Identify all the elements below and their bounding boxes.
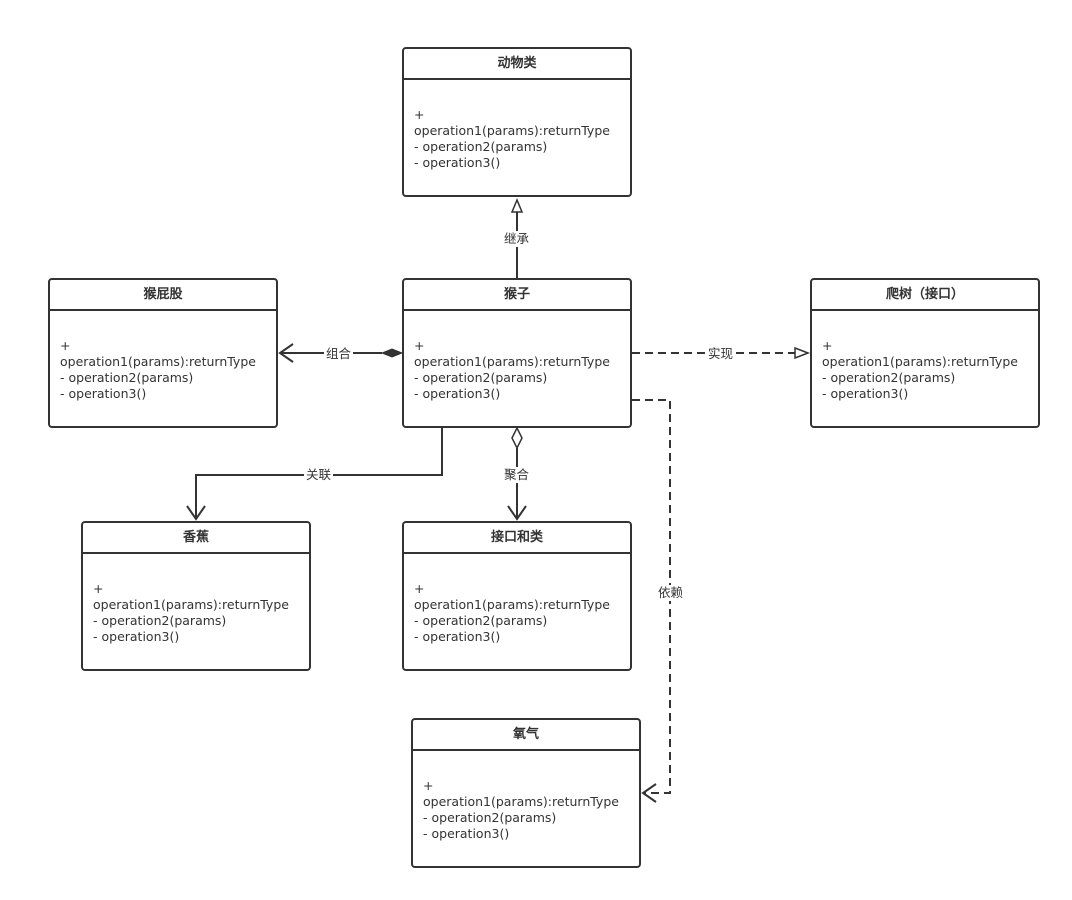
class-box-climb-interface[interactable]: 爬树（接口） + operation1(params):returnType -… xyxy=(810,278,1040,428)
operation-line: operation1(params):returnType xyxy=(822,354,1018,369)
class-title: 猴屁股 xyxy=(50,280,276,311)
operation-line: + xyxy=(414,581,425,596)
class-box-oxygen[interactable]: 氧气 + operation1(params):returnType - ope… xyxy=(411,718,641,868)
operation-line: + xyxy=(60,338,71,353)
class-operations: + operation1(params):returnType - operat… xyxy=(83,554,309,645)
operation-line: - operation2(params) xyxy=(414,613,548,628)
class-operations: + operation1(params):returnType - operat… xyxy=(404,311,630,402)
operation-line: operation1(params):returnType xyxy=(423,794,619,809)
operation-line: - operation3() xyxy=(93,629,180,644)
depend-arrow xyxy=(641,783,657,803)
realize-label: 实现 xyxy=(706,346,736,362)
operation-line: operation1(params):returnType xyxy=(60,354,256,369)
compose-label: 组合 xyxy=(324,346,354,362)
class-operations: + operation1(params):returnType - operat… xyxy=(413,751,639,842)
class-box-interface-and-class[interactable]: 接口和类 + operation1(params):returnType - o… xyxy=(402,521,632,671)
operation-line: operation1(params):returnType xyxy=(414,123,610,138)
class-operations: + operation1(params):returnType - operat… xyxy=(404,80,630,171)
operation-line: - operation2(params) xyxy=(822,370,956,385)
operation-line: - operation3() xyxy=(414,629,501,644)
operation-line: - operation3() xyxy=(822,386,909,401)
class-title: 爬树（接口） xyxy=(812,280,1038,311)
compose-arrow xyxy=(278,343,294,363)
class-box-banana[interactable]: 香蕉 + operation1(params):returnType - ope… xyxy=(81,521,311,671)
aggregate-arrow xyxy=(507,505,527,521)
class-operations: + operation1(params):returnType - operat… xyxy=(404,554,630,645)
class-box-monkey-butt[interactable]: 猴屁股 + operation1(params):returnType - op… xyxy=(48,278,278,428)
class-operations: + operation1(params):returnType - operat… xyxy=(50,311,276,402)
class-title: 接口和类 xyxy=(404,523,630,554)
class-title: 氧气 xyxy=(413,720,639,751)
inherit-label: 继承 xyxy=(502,231,532,247)
operation-line: - operation3() xyxy=(414,155,501,170)
associate-label: 关联 xyxy=(304,467,334,483)
operation-line: + xyxy=(93,581,104,596)
operation-line: - operation3() xyxy=(414,386,501,401)
operation-line: - operation3() xyxy=(60,386,147,401)
class-operations: + operation1(params):returnType - operat… xyxy=(812,311,1038,402)
operation-line: operation1(params):returnType xyxy=(93,597,289,612)
operation-line: + xyxy=(414,107,425,122)
class-title: 香蕉 xyxy=(83,523,309,554)
class-title: 猴子 xyxy=(404,280,630,311)
operation-line: - operation2(params) xyxy=(414,370,548,385)
operation-line: + xyxy=(414,338,425,353)
associate-arrow xyxy=(186,505,206,521)
class-box-animal[interactable]: 动物类 + operation1(params):returnType - op… xyxy=(402,47,632,197)
aggregate-label: 聚合 xyxy=(502,467,532,483)
aggregate-diamond xyxy=(511,426,523,450)
operation-line: + xyxy=(423,778,434,793)
depend-label: 依赖 xyxy=(656,585,686,601)
compose-diamond xyxy=(380,348,404,358)
operation-line: + xyxy=(822,338,833,353)
operation-line: operation1(params):returnType xyxy=(414,354,610,369)
operation-line: operation1(params):returnType xyxy=(414,597,610,612)
operation-line: - operation3() xyxy=(423,826,510,841)
class-title: 动物类 xyxy=(404,49,630,80)
operation-line: - operation2(params) xyxy=(414,139,548,154)
operation-line: - operation2(params) xyxy=(60,370,194,385)
operation-line: - operation2(params) xyxy=(93,613,227,628)
inherit-arrow xyxy=(510,198,524,213)
realize-arrow xyxy=(794,346,811,360)
class-box-monkey[interactable]: 猴子 + operation1(params):returnType - ope… xyxy=(402,278,632,428)
operation-line: - operation2(params) xyxy=(423,810,557,825)
